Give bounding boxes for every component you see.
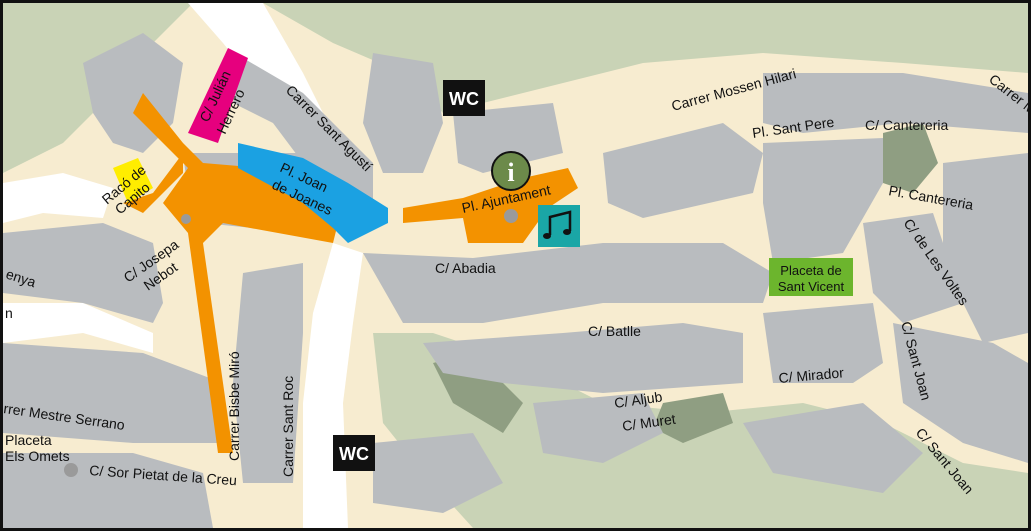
block-south-central — [373, 433, 503, 513]
wc-label: WC — [449, 89, 479, 109]
wc-label: WC — [339, 444, 369, 464]
label-c-cantereria: C/ Cantereria — [865, 117, 948, 133]
label-c-aljub: C/ Aljub — [613, 388, 663, 411]
block-les-voltes — [863, 213, 963, 323]
block-east — [943, 153, 1028, 343]
info-icon-circle — [491, 151, 531, 191]
label-placeta-sant-vicent-2: Sant Vicent — [778, 279, 845, 294]
wc-icon-bottom[interactable]: WC — [333, 435, 375, 471]
block-cantereria — [763, 138, 883, 263]
block-batlle — [423, 323, 743, 393]
block-mirador — [763, 303, 883, 383]
street-west — [3, 173, 113, 223]
route-yellow-raco-de-capito — [113, 158, 153, 203]
block-northeast — [763, 73, 1028, 133]
dark-green-patch-3 — [653, 393, 733, 443]
music-note-icon[interactable] — [538, 205, 580, 247]
label-n-fragment: n — [5, 305, 13, 321]
label-c-batlle: C/ Batlle — [588, 323, 641, 339]
label-placeta-els-omets: Placeta — [5, 432, 52, 448]
wc-icon — [333, 435, 375, 471]
block-sant-agusti — [233, 58, 373, 203]
label-placeta-sant-vicent: Placeta de — [780, 263, 841, 278]
music-icon-box — [538, 205, 580, 247]
info-icon[interactable]: i — [491, 151, 531, 191]
block-south-west — [3, 453, 213, 528]
block-sant-joan — [893, 323, 1028, 463]
block-ajuntament-north — [453, 103, 563, 173]
placeta-sant-vicent-area — [769, 258, 853, 296]
block-aljub — [533, 393, 663, 463]
street-southwest — [3, 303, 153, 353]
music-note-head-2 — [563, 229, 571, 235]
fountain-marker-omets — [64, 463, 78, 477]
wc-icon-top[interactable]: WC — [443, 80, 485, 116]
block-south-east — [743, 403, 923, 493]
info-icon-glyph: i — [507, 158, 514, 187]
fountain-marker-ajuntament — [504, 209, 518, 223]
block-southwest — [3, 343, 223, 443]
label-placeta-els-omets-2: Els Omets — [5, 448, 70, 464]
block-west — [3, 223, 163, 323]
dark-green-patch-1 — [883, 123, 938, 193]
routes — [113, 48, 853, 453]
block-bisbe-miro — [233, 263, 303, 483]
label-sant-roc: Carrer Sant Roc — [280, 376, 296, 477]
wc-icon — [443, 80, 485, 116]
route-orange-raco — [123, 153, 183, 213]
music-note-head-1 — [543, 233, 551, 239]
route-pink-julian-herrero — [188, 48, 248, 143]
label-c-abadia: C/ Abadia — [435, 260, 496, 276]
route-blue-joan-de-joanes — [238, 143, 388, 243]
label-bisbe-miro: Carrer Bisbe Miró — [226, 351, 242, 461]
fountain-marker — [181, 214, 191, 224]
label-c-mirador: C/ Mirador — [778, 364, 845, 386]
route-orange-ajuntament — [403, 168, 578, 243]
music-note-stems — [548, 210, 572, 235]
block-sant-pere — [603, 123, 763, 218]
block-abadia — [363, 243, 773, 323]
street-south-main — [303, 243, 363, 528]
label-c-muret: C/ Muret — [621, 411, 676, 434]
town-map[interactable]: WC WC i Racó de Capito C/ Julián Herrero… — [3, 3, 1028, 528]
block-north-central — [363, 53, 443, 173]
